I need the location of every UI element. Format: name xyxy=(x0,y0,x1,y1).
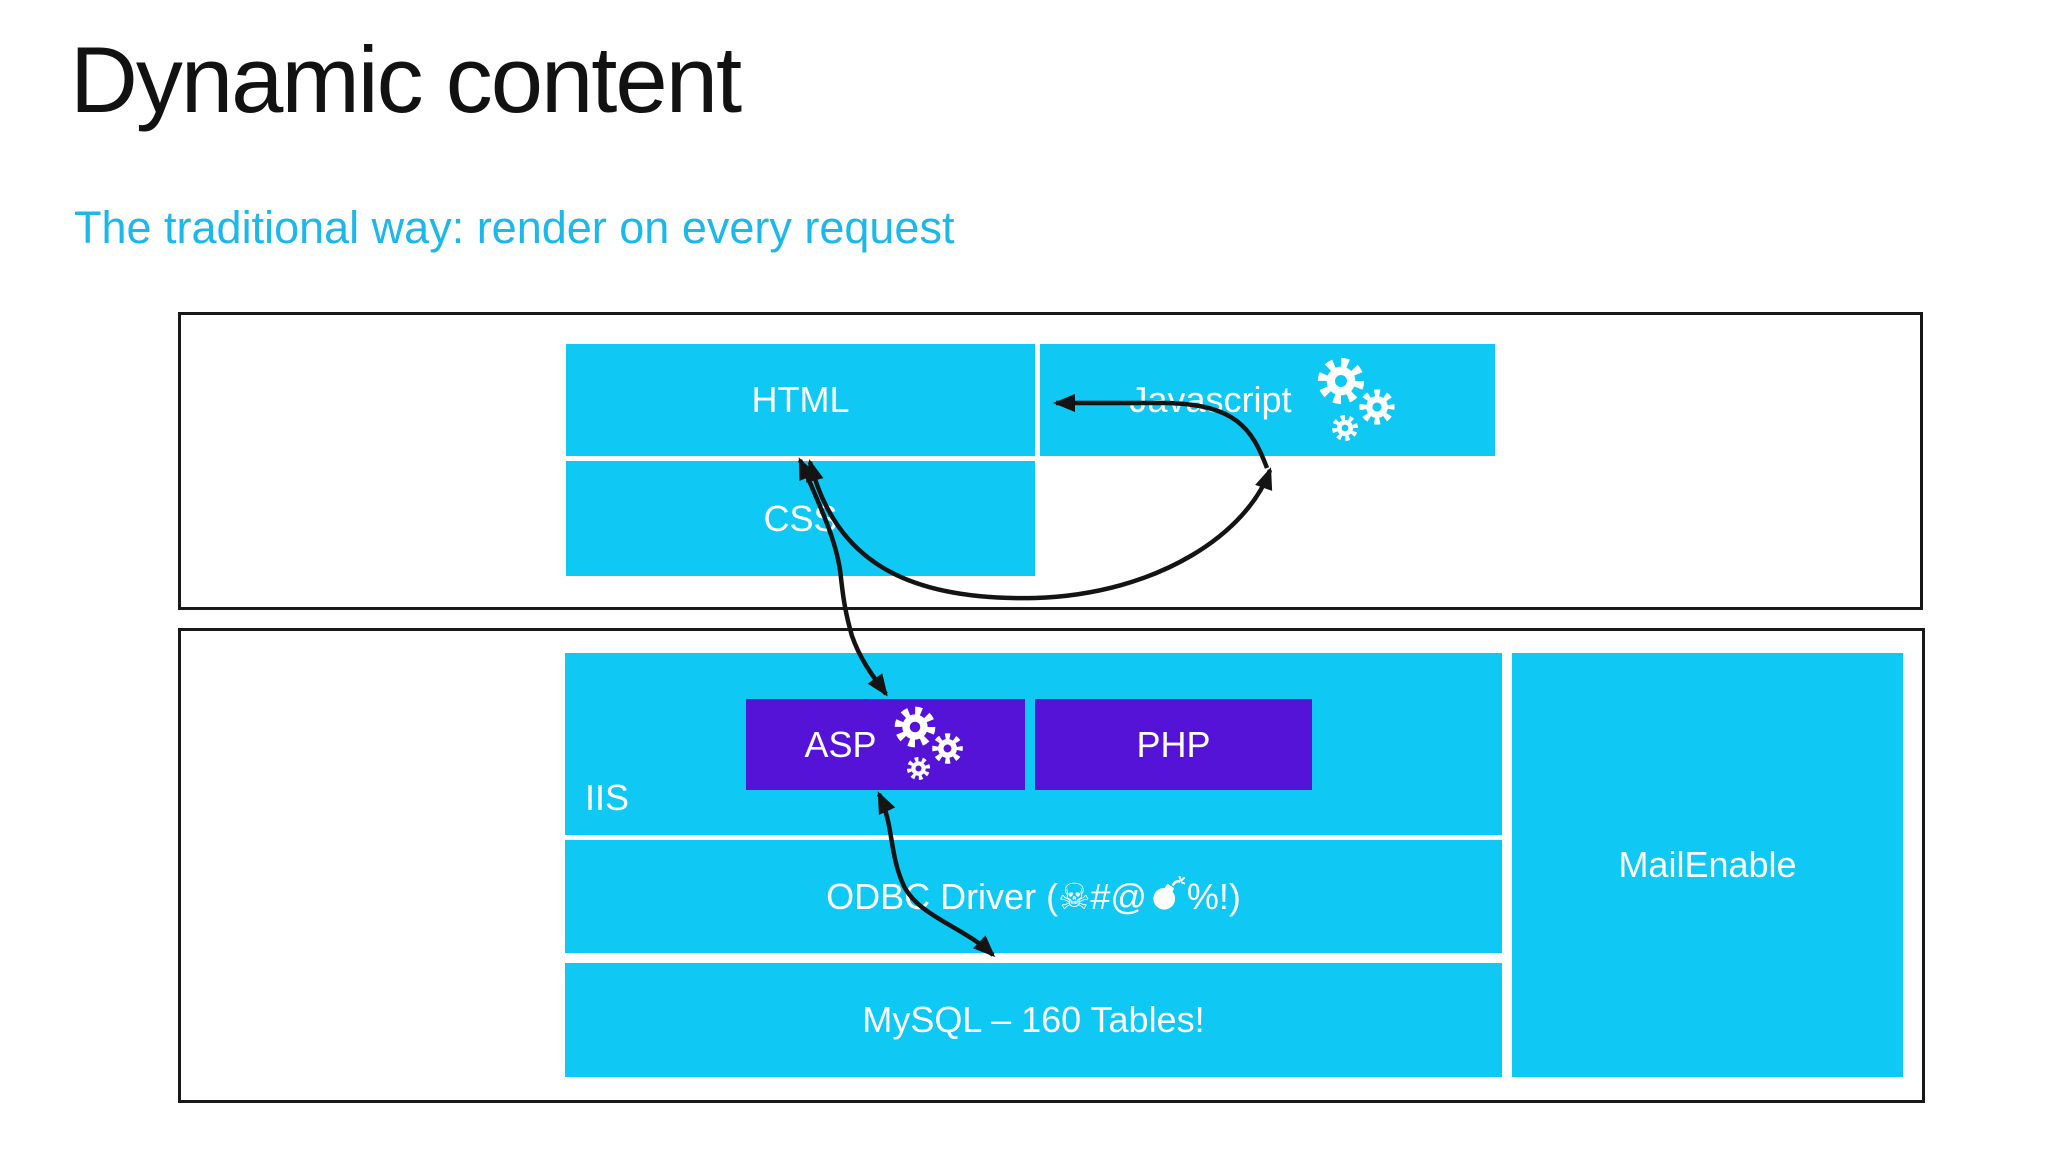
bomb-icon xyxy=(1153,875,1185,910)
mysql-label: MySQL – 160 Tables! xyxy=(862,999,1205,1040)
iis-block: IIS xyxy=(565,653,1502,835)
gear-small-icon xyxy=(906,756,930,780)
css-label: CSS xyxy=(763,497,838,539)
odbc-label-suffix: %!) xyxy=(1186,875,1241,917)
php-label: PHP xyxy=(1136,723,1211,765)
mailenable-block: MailEnable xyxy=(1512,653,1903,1077)
odbc-label: ODBC Driver ( ☠ #@ %!) xyxy=(826,875,1241,918)
odbc-label-prefix: ODBC Driver ( xyxy=(826,875,1059,917)
php-block: PHP xyxy=(1035,699,1312,790)
iis-label: IIS xyxy=(585,777,630,818)
asp-block: ASP xyxy=(746,699,1025,790)
html-block: HTML xyxy=(566,344,1035,456)
gear-medium-icon xyxy=(931,732,963,764)
gears-icon xyxy=(893,705,967,785)
gear-small-icon xyxy=(1331,415,1358,441)
skull-icon: ☠ xyxy=(1058,875,1091,917)
mysql-block: MySQL – 160 Tables! xyxy=(565,963,1502,1077)
gear-large-icon xyxy=(894,706,935,747)
slide-title: Dynamic content xyxy=(70,27,742,132)
odbc-block: ODBC Driver ( ☠ #@ %!) xyxy=(565,840,1502,953)
css-block: CSS xyxy=(566,461,1035,576)
gear-large-icon xyxy=(1317,357,1364,405)
asp-label: ASP xyxy=(804,723,877,765)
gear-medium-icon xyxy=(1358,389,1395,425)
gears-icon xyxy=(1316,356,1400,444)
mailenable-label: MailEnable xyxy=(1618,844,1797,885)
javascript-label: Javascript xyxy=(1129,379,1292,420)
javascript-block: Javascript xyxy=(1040,344,1495,456)
slide-subtitle: The traditional way: render on every req… xyxy=(74,202,955,253)
html-label: HTML xyxy=(751,379,850,420)
odbc-label-mid: #@ xyxy=(1090,875,1147,917)
